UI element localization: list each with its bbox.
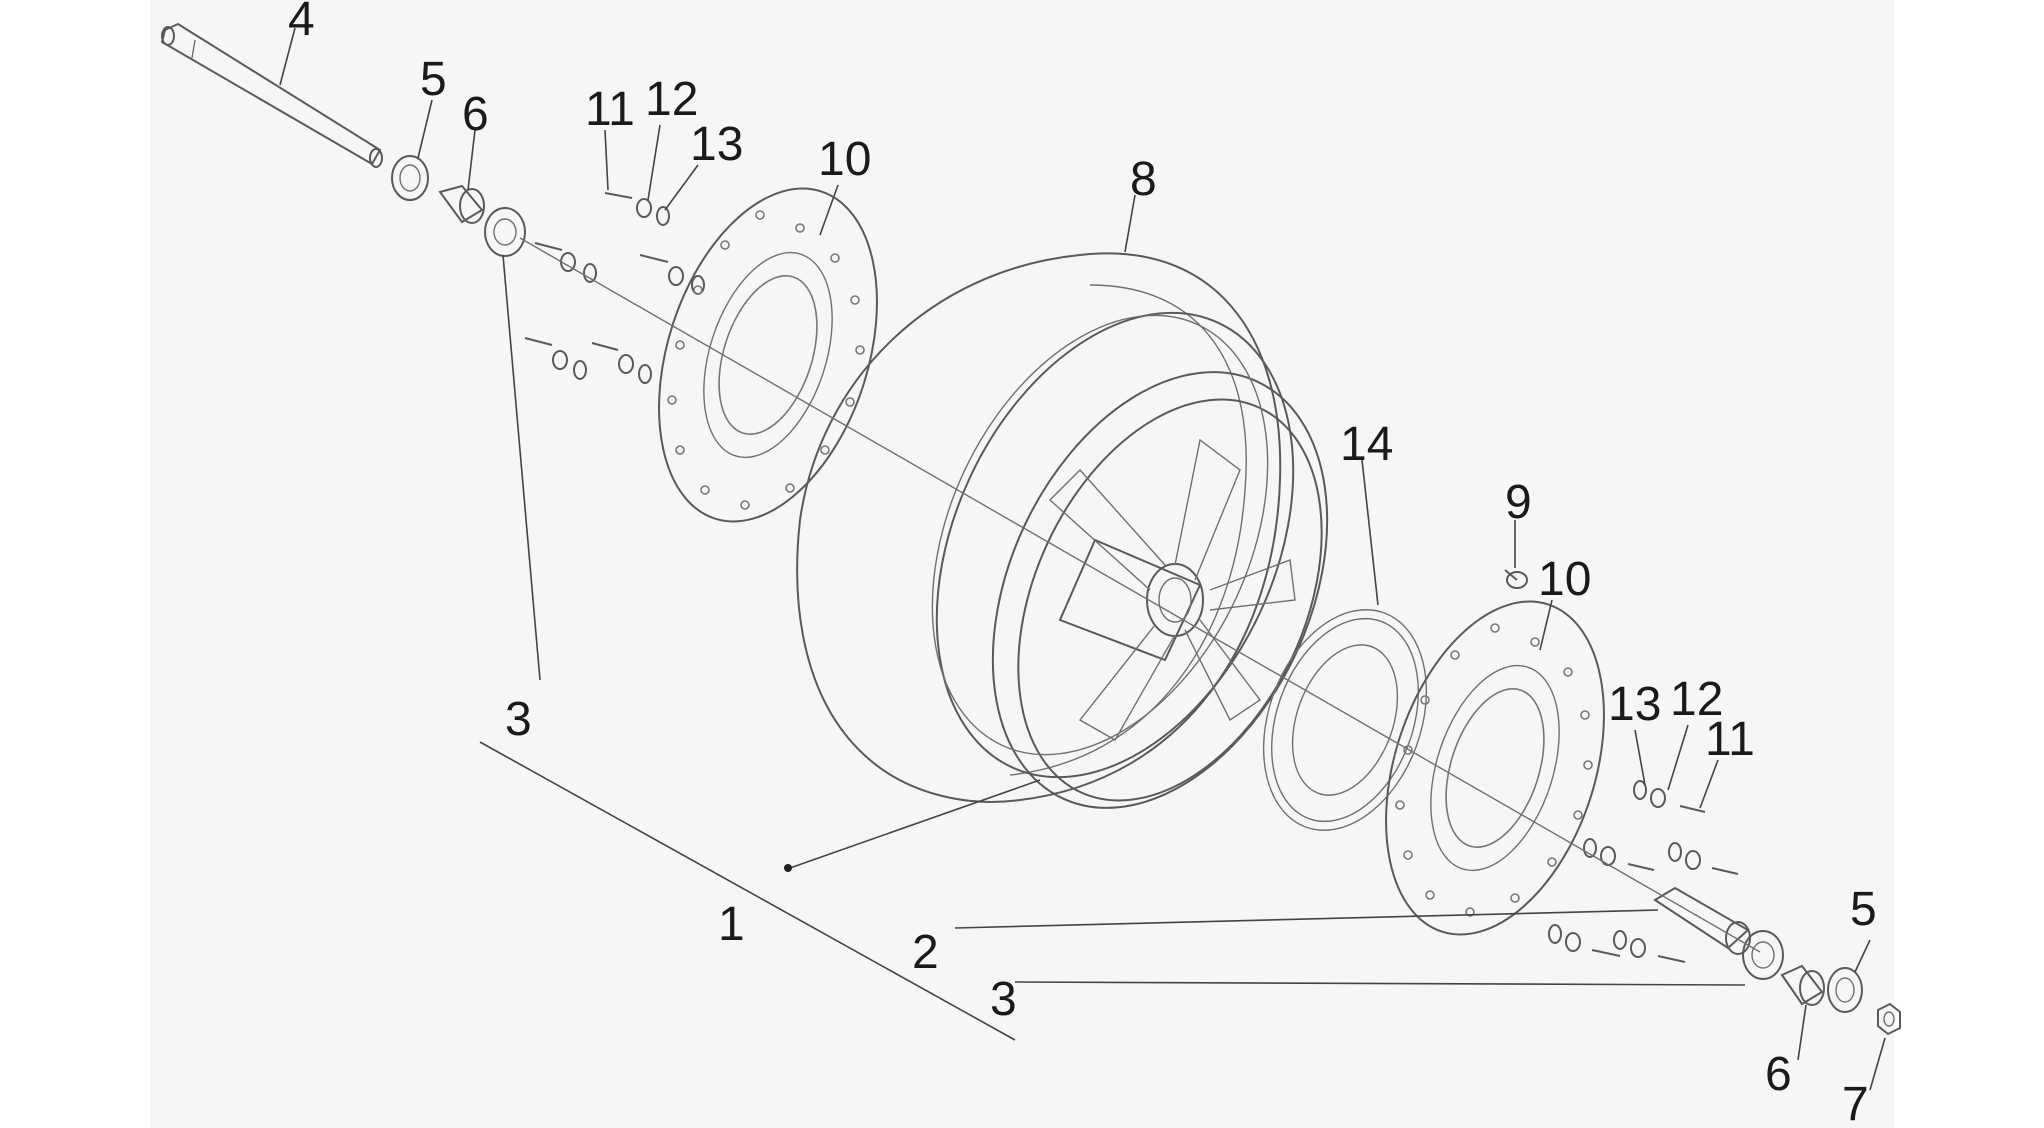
label-washer12-right: 12 bbox=[1670, 673, 1723, 726]
label-washer13-right: 13 bbox=[1608, 678, 1661, 731]
label-valve: 9 bbox=[1505, 476, 1532, 529]
label-nut: 7 bbox=[1842, 1078, 1869, 1128]
axle-nut bbox=[1877, 1002, 1901, 1036]
bearing-right bbox=[1742, 930, 1784, 980]
label-spacer-bottom: 6 bbox=[1765, 1048, 1792, 1101]
label-bolt-top: 11 bbox=[585, 83, 635, 136]
right-disc-bolts bbox=[1548, 780, 1739, 963]
label-washer13-top: 13 bbox=[690, 118, 743, 171]
label-spacer-top: 6 bbox=[462, 88, 489, 141]
label-bearing-right: 3 bbox=[990, 973, 1017, 1026]
label-washer-bottom: 5 bbox=[1850, 883, 1877, 936]
label-wheel-assembly: 1 bbox=[718, 898, 745, 951]
spacer-top bbox=[438, 184, 485, 224]
label-spacer-center: 2 bbox=[912, 926, 939, 979]
abs-tone-ring bbox=[1262, 609, 1428, 831]
label-bearing-left: 3 bbox=[505, 693, 532, 746]
label-washer12-top: 12 bbox=[645, 73, 698, 126]
spacer-bottom bbox=[1780, 964, 1825, 1006]
wheel-rim bbox=[931, 311, 1329, 809]
label-washer-top: 5 bbox=[420, 53, 447, 106]
tyre bbox=[796, 252, 1282, 803]
label-disc-right: 10 bbox=[1538, 553, 1591, 606]
label-disc-left: 10 bbox=[818, 133, 871, 186]
tyre-valve bbox=[1504, 569, 1528, 589]
label-tyre: 8 bbox=[1130, 153, 1157, 206]
center-spacer bbox=[1653, 886, 1751, 955]
axis-line bbox=[519, 237, 1761, 953]
bearing-top bbox=[484, 207, 526, 257]
label-tone-ring: 14 bbox=[1340, 418, 1393, 471]
diagram-background bbox=[150, 0, 1894, 1128]
callout-labels: 4 5 6 11 12 13 10 8 3 14 9 10 13 12 11 1… bbox=[288, 0, 1877, 1128]
brake-disc-left bbox=[658, 187, 878, 523]
washer-bottom bbox=[1827, 967, 1863, 1013]
label-axle: 4 bbox=[288, 0, 315, 46]
leader-lines bbox=[279, 27, 1886, 1091]
washer-top bbox=[391, 155, 429, 201]
label-bolt-right: 11 bbox=[1705, 713, 1755, 766]
brake-disc-right bbox=[1385, 600, 1605, 936]
axle bbox=[160, 22, 383, 168]
left-disc-bolts bbox=[524, 192, 705, 384]
